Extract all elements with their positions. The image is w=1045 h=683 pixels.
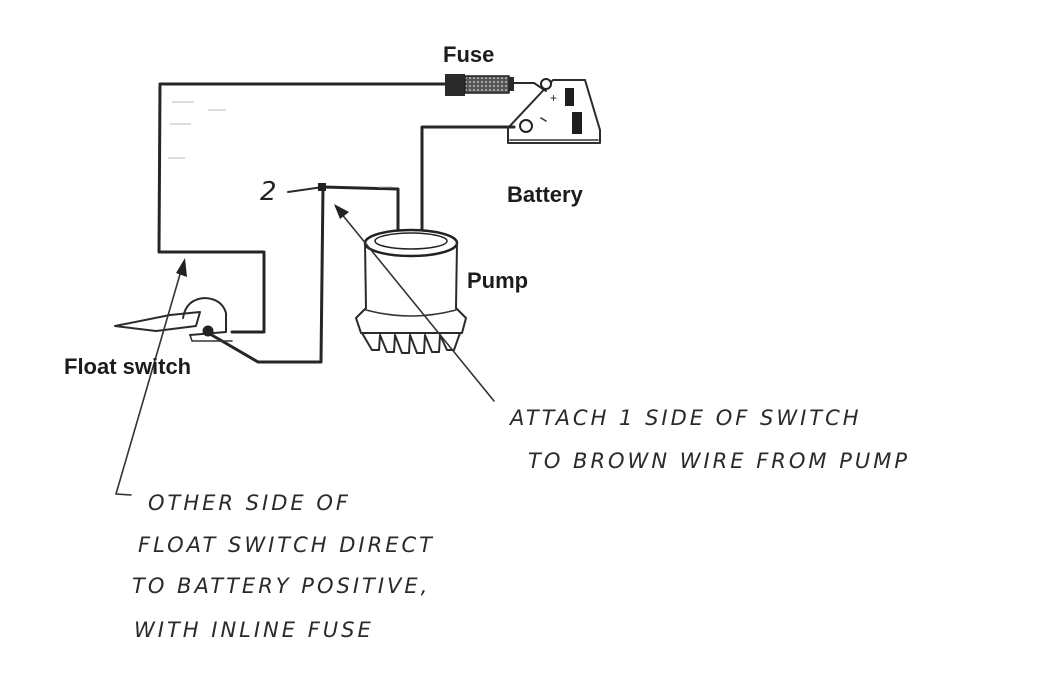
wire-battery-negative-to-pump — [420, 125, 516, 238]
wire-number-label: 2 — [260, 177, 277, 207]
pointer-arrow-to-float-switch-wire — [115, 258, 187, 496]
note-line: TO BATTERY POSITIVE, — [132, 574, 430, 598]
battery-wire-note: OTHER SIDE OF FLOAT SWITCH DIRECT TO BAT… — [132, 491, 435, 642]
note-line: ATTACH 1 SIDE OF SWITCH — [508, 406, 862, 430]
pointer-arrow-to-brown-wire — [334, 204, 495, 402]
battery-cell — [565, 88, 574, 106]
battery-cell — [572, 112, 582, 134]
wire-stub — [287, 186, 324, 193]
float-switch-label: Float switch — [64, 354, 191, 379]
inline-fuse — [445, 74, 514, 96]
wire-fuse-to-float-switch — [157, 82, 447, 334]
note-line: WITH INLINE FUSE — [134, 618, 374, 642]
battery — [507, 78, 601, 144]
pump-wire-note: ATTACH 1 SIDE OF SWITCH TO BROWN WIRE FR… — [508, 406, 910, 473]
float-switch — [114, 297, 233, 342]
wire-switch-side — [208, 185, 325, 364]
note-line: FLOAT SWITCH DIRECT — [138, 533, 435, 557]
battery-positive-terminal — [540, 78, 552, 90]
pump-label: Pump — [467, 268, 528, 293]
wire-junction — [318, 183, 326, 191]
battery-negative-terminal — [519, 119, 533, 133]
pump-base-fins — [361, 332, 461, 354]
bilge-pump — [355, 228, 467, 354]
battery-label: Battery — [507, 182, 584, 207]
fuse-label: Fuse — [443, 42, 494, 67]
note-line: OTHER SIDE OF — [148, 491, 351, 515]
scan-marks — [168, 101, 392, 188]
wire-pump-brown — [321, 185, 400, 238]
battery-plus-label: + — [550, 91, 557, 105]
note-line: TO BROWN WIRE FROM PUMP — [528, 449, 910, 473]
